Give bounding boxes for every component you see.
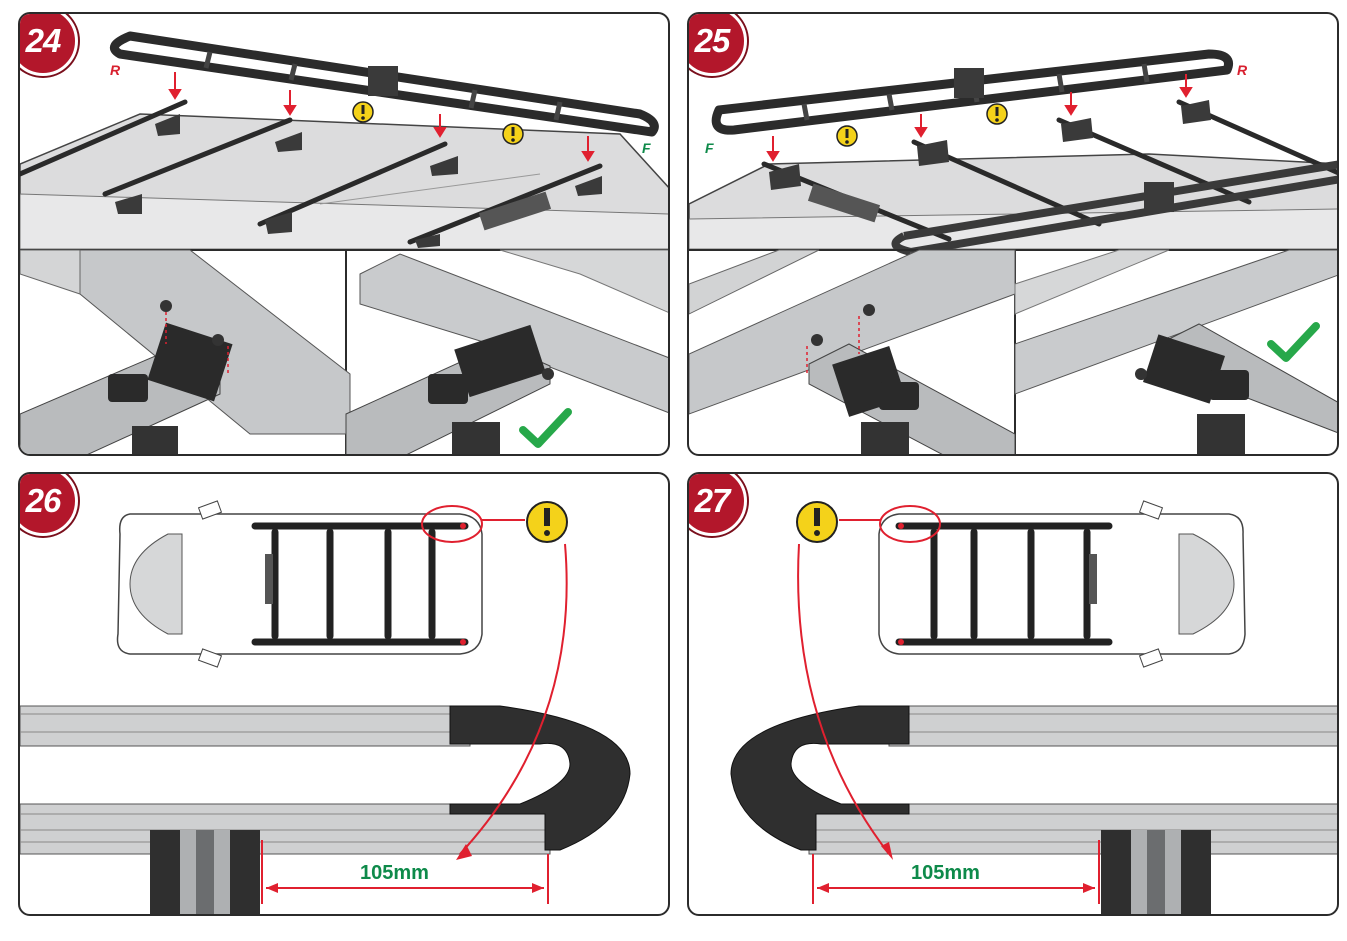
- step-26-illustration: [20, 500, 631, 914]
- step-27-panel: 27 105mm: [687, 472, 1339, 916]
- front-label: F: [642, 140, 651, 156]
- measurement-label: 105mm: [911, 862, 980, 884]
- step-number-badge: 24: [20, 14, 78, 76]
- rear-label: R: [1237, 62, 1248, 78]
- step-24-panel: 24 R F: [18, 12, 670, 456]
- warning-icon: [986, 103, 1008, 125]
- arrow-down-icon: [766, 74, 1193, 162]
- checkmark-icon: [519, 408, 572, 448]
- warning-icon: [796, 501, 838, 543]
- warning-icon: [836, 125, 858, 147]
- step-24-illustration: [20, 31, 668, 454]
- rear-label: R: [110, 62, 121, 78]
- step-25-panel: 25 R F: [687, 12, 1339, 456]
- step-number-badge: 26: [20, 474, 78, 536]
- step-27-illustration: [730, 500, 1337, 914]
- front-label: F: [705, 140, 714, 156]
- step-25-illustration: [689, 49, 1337, 454]
- step-26-panel: 26 105mm: [18, 472, 670, 916]
- warning-icon: [352, 101, 374, 123]
- measurement-label: 105mm: [360, 862, 429, 884]
- warning-icon: [502, 123, 524, 145]
- warning-icon: [526, 501, 568, 543]
- checkmark-icon: [1267, 322, 1320, 362]
- arrow-down-icon: [168, 72, 595, 162]
